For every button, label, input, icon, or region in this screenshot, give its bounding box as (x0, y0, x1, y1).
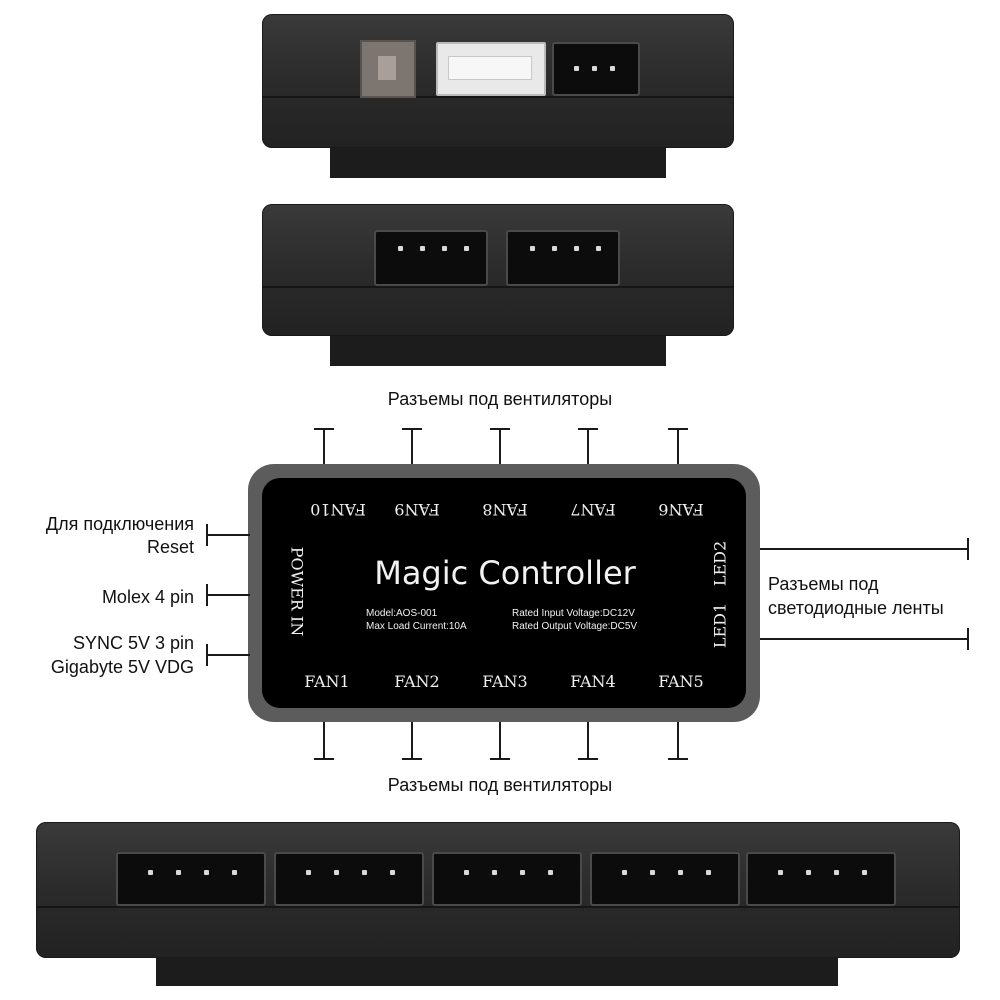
controller-face (262, 478, 746, 708)
molex-annotation: Molex 4 pin (101, 587, 194, 607)
device-side-view-fans (36, 822, 960, 988)
sync-connector (552, 42, 640, 96)
fan-connector (746, 852, 896, 906)
power-in-label: POWER IN (287, 546, 307, 637)
fan-connector (432, 852, 582, 906)
fan6-label: FAN6 (658, 500, 704, 519)
fan2-label: FAN2 (394, 672, 440, 691)
led2-connector (374, 230, 488, 286)
led-annotation-line2: светодиодные ленты (768, 598, 944, 618)
device-body (262, 204, 734, 336)
fan7-label: FAN7 (570, 500, 616, 519)
device-seam (262, 286, 734, 288)
fan-connector (274, 852, 424, 906)
sync-annotation-line2: Gigabyte 5V VDG (50, 657, 194, 677)
device-side-view-led (262, 204, 734, 366)
fan8-label: FAN8 (482, 500, 528, 519)
sync-annotation-line1: SYNC 5V 3 pin (72, 633, 194, 653)
device-seam (262, 96, 734, 98)
fan1-label: FAN1 (304, 672, 350, 691)
output-voltage-text: Rated Output Voltage:DC5V (512, 621, 638, 632)
led2-label: LED2 (710, 540, 730, 587)
fan-connector (116, 852, 266, 906)
device-base (330, 148, 666, 178)
fans-bottom-annotation: Разъемы под вентиляторы (387, 775, 613, 795)
led-annotation-line1: Разъемы под (768, 574, 879, 594)
controller-top-view: FAN10 FAN9 FAN8 FAN7 FAN6 POWER IN Magic… (248, 464, 760, 722)
fan-connector (590, 852, 740, 906)
led1-label: LED1 (710, 602, 730, 649)
device-base (156, 958, 838, 986)
reset-annotation-line2: Reset (146, 537, 194, 557)
input-voltage-text: Rated Input Voltage:DC12V (512, 608, 635, 619)
model-text: Model:AOS-001 (366, 608, 438, 619)
fan4-label: FAN4 (570, 672, 616, 691)
device-side-view-power (262, 14, 734, 180)
fan3-label: FAN3 (482, 672, 528, 691)
fans-top-annotation: Разъемы под вентиляторы (387, 389, 613, 409)
molex-connector (360, 40, 416, 98)
fan10-label: FAN10 (310, 500, 366, 519)
max-load-text: Max Load Current:10A (366, 621, 467, 632)
fan9-label: FAN9 (394, 500, 440, 519)
device-seam (36, 906, 960, 908)
device-base (330, 336, 666, 366)
led1-connector (506, 230, 620, 286)
reset-connector (436, 42, 546, 96)
controller-title: Magic Controller (374, 554, 636, 592)
fan5-label: FAN5 (658, 672, 704, 691)
reset-annotation-line1: Для подключения (45, 514, 194, 534)
